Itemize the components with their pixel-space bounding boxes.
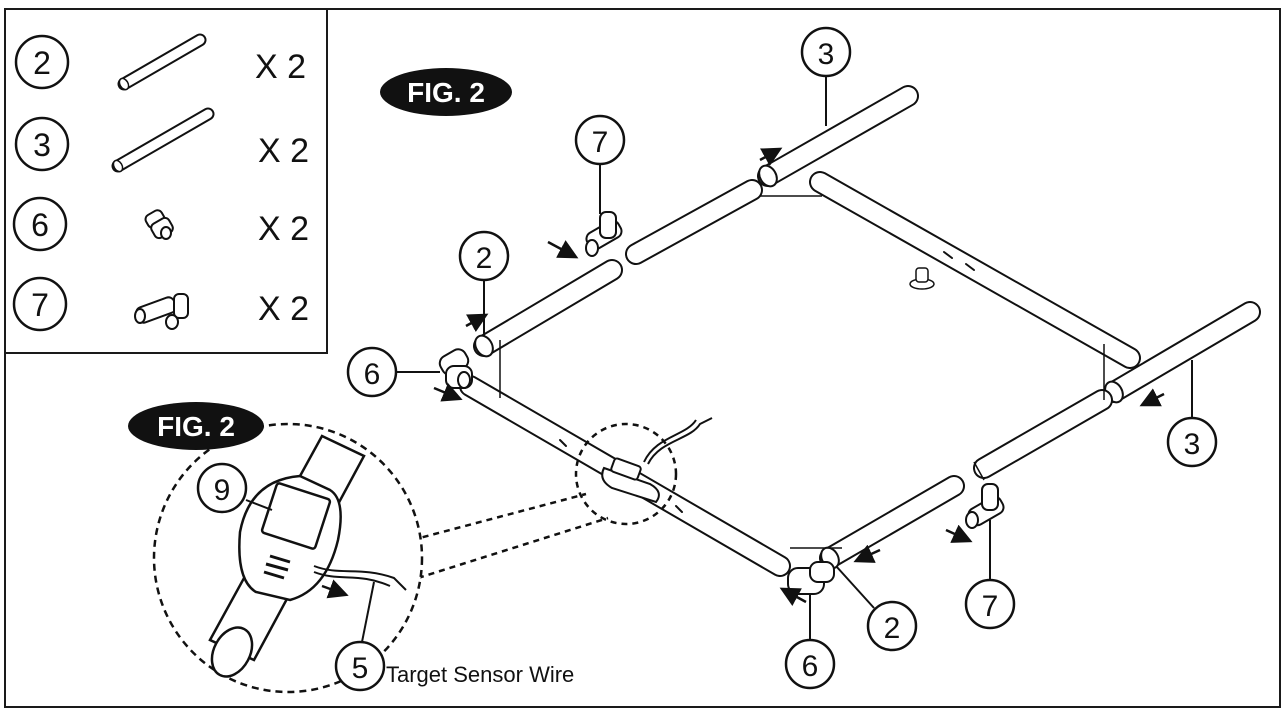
- svg-text:7: 7: [982, 590, 999, 623]
- tube-part-2-bottom: [819, 475, 965, 570]
- part-number-circle: [14, 34, 70, 90]
- part-quantity: X 2: [258, 210, 309, 248]
- parts-row-2: 2 X 2: [14, 33, 306, 91]
- parts-row-3: 3 X 2: [14, 107, 309, 173]
- long-tube-icon: [111, 107, 215, 173]
- part-quantity: X 2: [255, 48, 306, 86]
- inset-figure-badge-label: FIG. 2: [157, 411, 235, 442]
- tee-connector-top: [585, 211, 623, 257]
- short-tube-icon: [117, 33, 207, 91]
- callout-part-9: 9: [196, 462, 273, 514]
- frame-tubes: [459, 85, 1261, 577]
- diagram-frame: [4, 8, 1281, 708]
- small-fitting-icon: [909, 267, 935, 290]
- part-number-circle: [12, 196, 68, 252]
- elbow-connector-left: [438, 348, 473, 389]
- callout-part-3-right: 3: [1166, 360, 1218, 468]
- tube-segment-upper: [625, 179, 763, 265]
- svg-text:2: 2: [476, 242, 493, 275]
- callout-part-6-left: 6: [346, 346, 440, 398]
- inset-wire: [313, 565, 407, 591]
- detail-inset: [152, 422, 424, 694]
- parts-row-6: 6 X 2: [12, 196, 309, 252]
- tube-right-side: [809, 171, 1141, 369]
- callout-part-2-bottom: 2: [835, 565, 918, 652]
- parts-list: 2 X 2 3 X 2: [12, 33, 309, 332]
- part-quantity: X 2: [258, 290, 309, 328]
- callout-part-5: 5: [334, 581, 386, 692]
- figure-badge: FIG. 2: [380, 68, 512, 116]
- wire-label: Target Sensor Wire: [386, 662, 574, 687]
- parts-list-box: [6, 10, 328, 354]
- part-number: 7: [31, 287, 49, 323]
- callout-part-7-top: 7: [574, 114, 626, 214]
- frame-inner-lines: [499, 195, 1105, 549]
- sensor-housing: [601, 457, 660, 504]
- sensor-wire: [643, 417, 713, 465]
- svg-text:6: 6: [802, 650, 819, 683]
- callout-part-2-left: 2: [458, 230, 510, 336]
- part-number: 6: [31, 207, 49, 243]
- part-quantity: X 2: [258, 132, 309, 170]
- svg-text:2: 2: [884, 612, 901, 645]
- callout-part-3-top: 3: [800, 26, 852, 126]
- inset-arrow: [321, 579, 349, 599]
- callout-part-7-right: 7: [964, 520, 1016, 630]
- tube-part-2-left: [473, 259, 623, 358]
- svg-text:6: 6: [364, 358, 381, 391]
- figure-badge-label: FIG. 2: [407, 77, 485, 108]
- detail-dashed-lines: [411, 422, 678, 580]
- svg-text:3: 3: [1184, 428, 1201, 461]
- inset-figure-badge: FIG. 2: [128, 402, 264, 450]
- part-number-circle: [14, 116, 70, 172]
- tube-right-lower: [973, 389, 1113, 479]
- assembly-arrows: [433, 147, 1165, 606]
- tee-connector-icon: [134, 293, 189, 330]
- tube-part-3-top: [757, 85, 919, 188]
- svg-text:5: 5: [352, 652, 369, 685]
- svg-text:7: 7: [592, 126, 609, 159]
- svg-text:3: 3: [818, 38, 835, 71]
- part-number: 3: [33, 127, 51, 163]
- part-number-circle: [12, 276, 68, 332]
- part-number: 2: [33, 45, 51, 81]
- elbow-connector-bottom: [787, 561, 835, 595]
- parts-row-7: 7 X 2: [12, 276, 309, 332]
- callout-part-6-bottom: 6: [784, 594, 836, 690]
- svg-text:9: 9: [214, 474, 231, 507]
- tee-connector-right: [965, 483, 1005, 529]
- elbow-connector-icon: [144, 209, 174, 240]
